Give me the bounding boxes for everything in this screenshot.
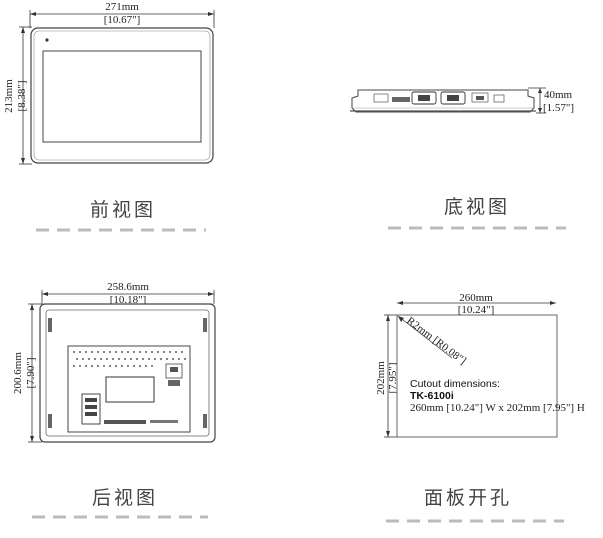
bottom-depth-mm: 40mm — [544, 89, 573, 101]
rear-height-mm: 200.6mm — [12, 352, 24, 394]
cutout-outline — [396, 314, 558, 438]
front-view: 271mm [10.67"] 213mm [8.38"] 前视图 — [3, 1, 215, 232]
cutout-view-label: 面板开孔 — [424, 487, 512, 509]
rear-width-in: [10.18"] — [110, 294, 147, 306]
cutout-note-model: TK-6100i — [410, 390, 454, 402]
bottom-depth-in: [1.57"] — [543, 102, 574, 114]
front-view-label: 前视图 — [90, 199, 156, 221]
rear-view: 258.6mm [10.18"] 200.6mm [7.90"] — [12, 281, 216, 519]
cutout-width-in: [10.24"] — [458, 304, 495, 316]
cutout-note-title: Cutout dimensions: — [410, 378, 500, 390]
front-height-in: [8.38"] — [16, 80, 28, 111]
cutout-radius-leader — [397, 315, 453, 359]
bottom-view-label: 底视图 — [444, 196, 510, 218]
rear-view-label: 后视图 — [92, 487, 158, 509]
cutout-view: 260mm [10.24"] 202mm [7.95"] R2mm [R0.08… — [375, 292, 585, 523]
front-height-mm: 213mm — [3, 79, 15, 113]
rear-usb-port — [165, 363, 183, 379]
cutout-note-size: 260mm [10.24"] W x 202mm [7.95"] H — [410, 402, 585, 414]
bottom-view: 40mm [1.57"] 底视图 — [350, 87, 574, 230]
front-width-in: [10.67"] — [104, 14, 141, 26]
rear-width-mm: 258.6mm — [107, 281, 149, 293]
cutout-height-mm: 202mm — [375, 361, 387, 395]
rear-label-plate — [105, 376, 155, 403]
rear-vent-holes — [72, 350, 187, 368]
front-screen — [42, 50, 202, 143]
cutout-height-in: [7.95"] — [387, 362, 399, 393]
rear-height-in: [7.90"] — [25, 357, 37, 388]
power-indicator-icon — [45, 38, 49, 42]
cutout-width-mm: 260mm — [459, 292, 493, 304]
front-width-mm: 271mm — [105, 1, 139, 13]
